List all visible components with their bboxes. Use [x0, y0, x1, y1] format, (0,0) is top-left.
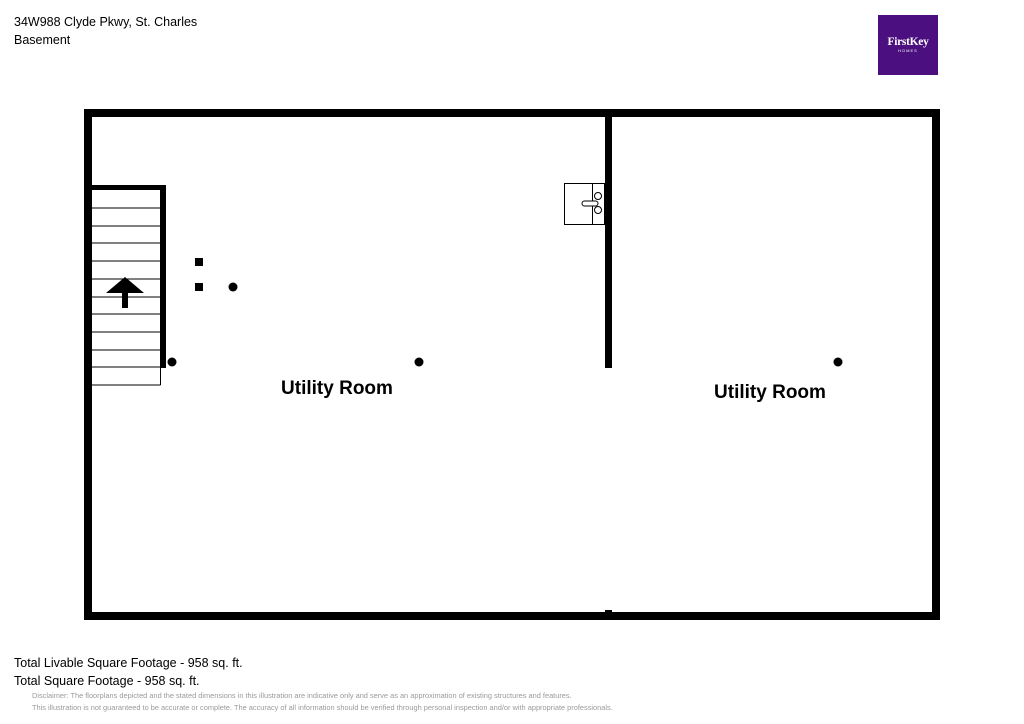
address: 34W988 Clyde Pkwy, St. Charles — [14, 15, 198, 29]
stair-wall-side — [160, 185, 166, 368]
interior-wall — [605, 113, 612, 368]
total-footage: Total Square Footage - 958 sq. ft. — [14, 674, 200, 688]
livable-footage: Total Livable Square Footage - 958 sq. f… — [14, 656, 243, 670]
fixture-dot — [414, 357, 424, 367]
fixture-dot — [228, 282, 238, 292]
floor-name: Basement — [14, 33, 71, 47]
sink-icon — [564, 183, 605, 225]
disclaimer-line-2: This illustration is not guaranteed to b… — [32, 703, 613, 712]
logo-sub: HOMES — [898, 48, 918, 53]
outer-wall — [84, 109, 940, 620]
disclaimer-line-1: Disclaimer: The floorplans depicted and … — [32, 691, 572, 700]
fixture-square — [195, 258, 203, 266]
fixture-dot — [833, 357, 843, 367]
logo-brand: FirstKey — [887, 36, 929, 48]
fixture-dot — [167, 357, 177, 367]
firstkey-logo: FirstKey HOMES — [878, 15, 938, 75]
room-label: Utility Room — [281, 378, 393, 399]
stair-wall-top — [84, 185, 166, 190]
fixture-square — [195, 283, 203, 291]
room-label: Utility Room — [714, 382, 826, 403]
wall-stub — [605, 610, 612, 614]
stairs-up-arrow-icon — [106, 277, 144, 308]
